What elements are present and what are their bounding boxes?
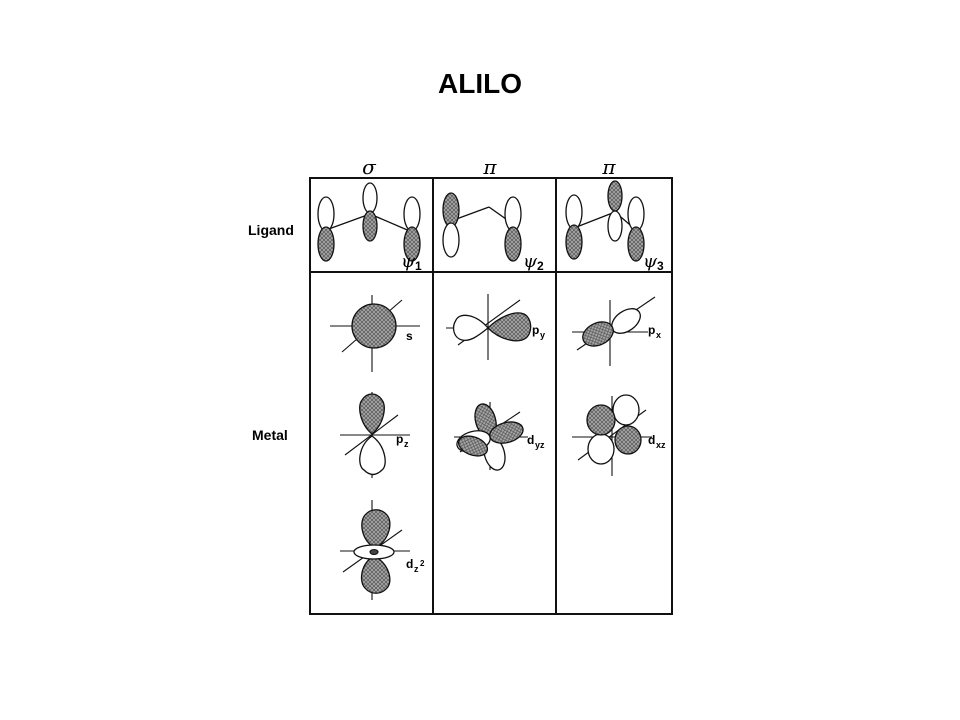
ligand-psi1-diagram [317,182,421,262]
row-label-metal: Metal [252,427,288,443]
metal-py-label: p [532,323,539,337]
column-symmetry-1: σ [362,155,377,179]
metal-dyz-subscript: yz [535,440,545,450]
ligand-psi2-index: 2 [537,259,544,273]
ligand-psi1-index: 1 [415,259,422,273]
metal-dyz-orbital [454,402,528,471]
metal-px-orbital [572,296,656,366]
slide-title: ALILO [438,68,522,99]
metal-pz-subscript: z [404,439,409,449]
metal-dz2-orbital [340,500,410,600]
ligand-psi3-index: 3 [657,259,664,273]
metal-pz-label: p [396,432,403,446]
metal-py-subscript: y [540,330,545,340]
ligand-psi1-symbol: ψ [401,251,416,272]
metal-dxz-subscript: xz [656,440,666,450]
metal-s-label: s [406,329,413,343]
ligand-psi2-symbol: ψ [523,251,538,272]
ligand-psi3-symbol: ψ [643,251,658,272]
metal-dxz-label: d [648,433,655,447]
ligand-psi2-diagram [442,192,522,262]
ligand-psi3-diagram [565,180,645,262]
column-symmetry-2: π [482,155,497,179]
metal-dxz-orbital [572,394,652,476]
metal-py-orbital [446,294,532,360]
column-symmetry-3: π [601,155,616,179]
metal-dz2-superscript: 2 [420,559,425,568]
row-label-ligand: Ligand [248,222,294,238]
metal-s-orbital [330,295,420,372]
metal-px-label: p [648,323,655,337]
metal-dz2-label: d [406,557,413,571]
metal-dz2-subscript: z [414,564,419,574]
table-grid [309,177,673,615]
metal-pz-orbital [340,392,410,478]
metal-px-subscript: x [656,330,661,340]
metal-dyz-label: d [527,433,534,447]
